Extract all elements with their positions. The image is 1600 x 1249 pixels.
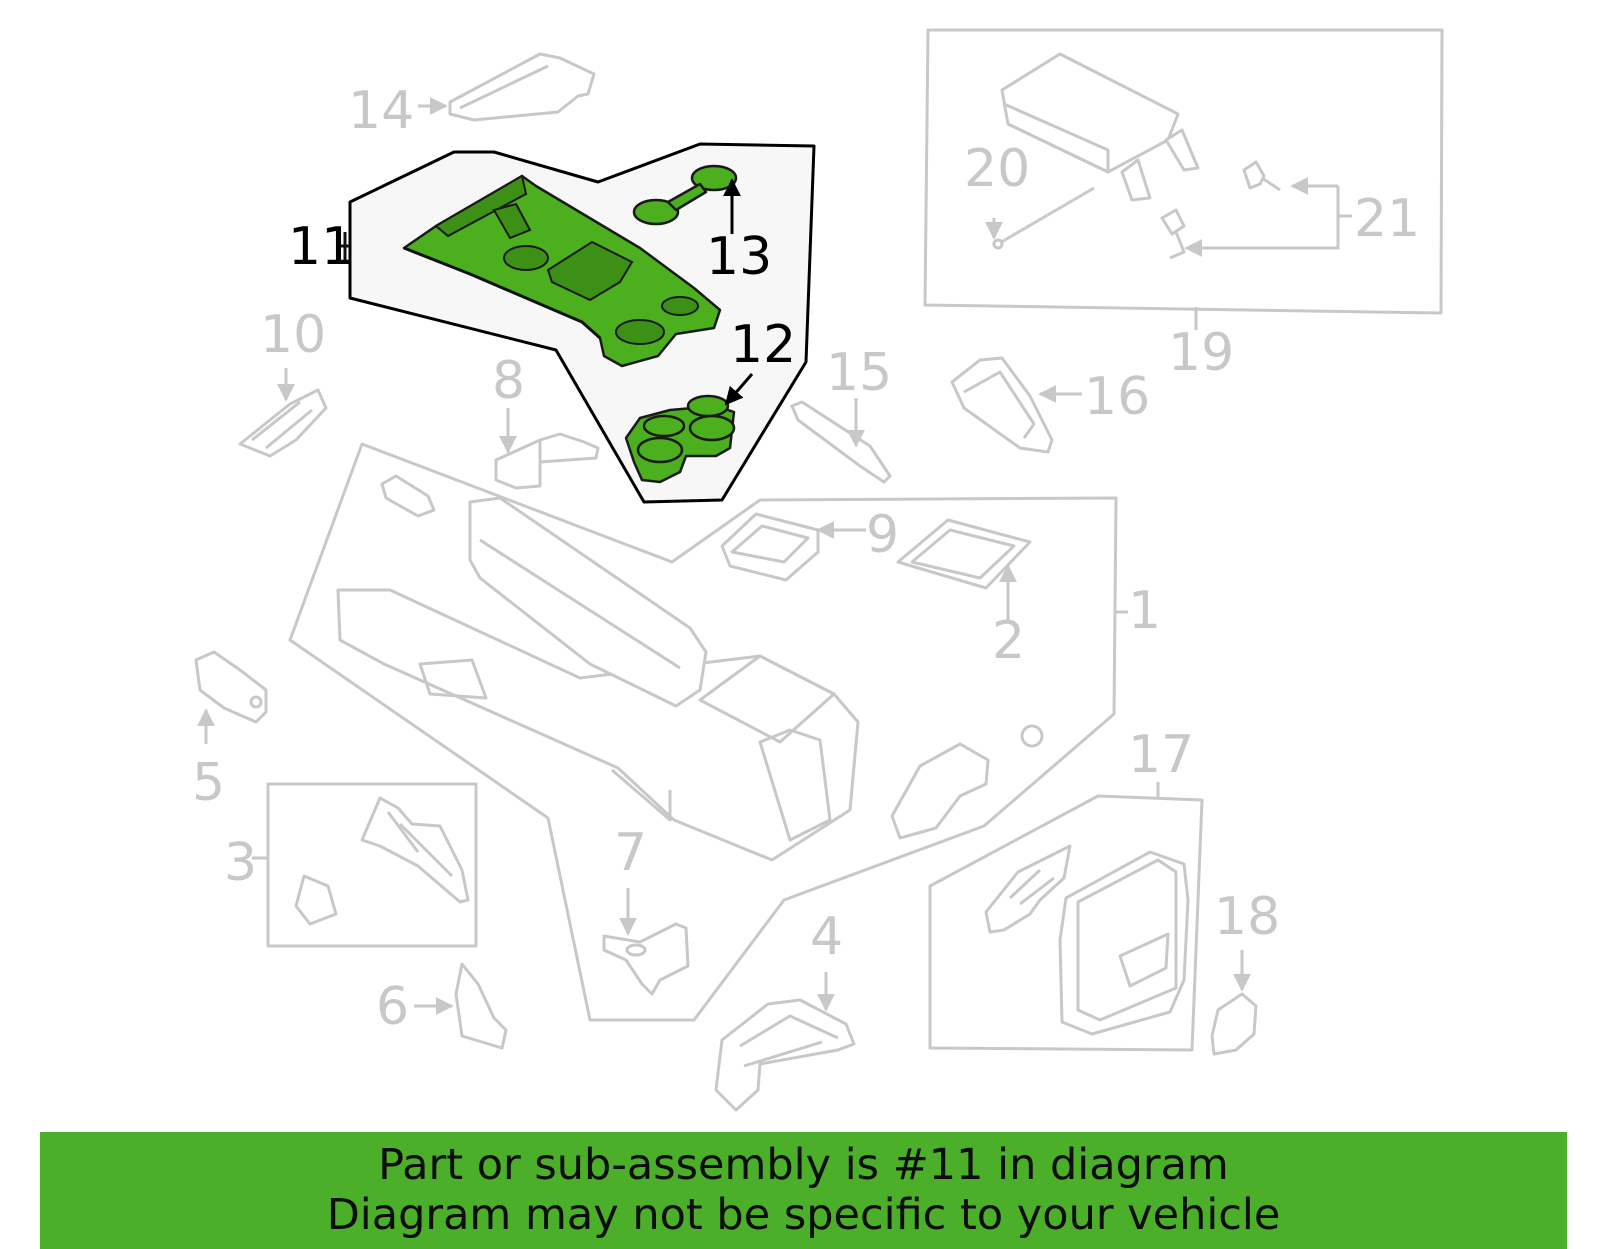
label-20: 20 [964,139,1030,199]
label-3: 3 [224,833,257,893]
part-15 [790,398,892,484]
part-7 [602,888,690,996]
label-15: 15 [826,343,892,403]
label-17: 17 [1128,725,1194,785]
label-9: 9 [866,505,899,565]
part-16 [950,356,1082,454]
part-3-box [252,782,478,948]
label-13: 13 [706,227,772,287]
label-6: 6 [376,977,409,1037]
label-19: 19 [1168,323,1234,383]
label-16: 16 [1084,367,1150,427]
armrest-group-box [923,28,1444,330]
banner-line-1: Part or sub-assembly is #11 in diagram [378,1140,1229,1190]
label-21: 21 [1354,189,1420,249]
part-4 [714,972,856,1112]
part-13-mat-left [632,198,680,226]
part-6 [414,962,508,1050]
info-banner: Part or sub-assembly is #11 in diagram D… [40,1132,1567,1249]
part-14 [418,52,596,122]
part-10 [238,368,328,458]
part-18 [1210,950,1258,1056]
label-2: 2 [992,611,1025,671]
label-8: 8 [492,351,525,411]
label-7: 7 [614,823,647,883]
label-14: 14 [348,81,414,141]
label-12: 12 [730,315,796,375]
part-5 [194,650,268,744]
part-1-console [288,442,1128,1022]
label-4: 4 [810,907,843,967]
callout-labels: 1 2 3 4 5 6 7 8 9 10 11 12 13 14 15 16 1… [192,81,1420,1037]
highlighted-part-group [340,142,816,504]
banner-line-2: Diagram may not be specific to your vehi… [326,1190,1281,1240]
label-5: 5 [192,753,225,813]
label-11: 11 [288,217,354,277]
label-1: 1 [1128,581,1161,641]
part-2 [896,518,1032,620]
label-18: 18 [1214,887,1280,947]
label-10: 10 [260,305,326,365]
part-8 [494,408,600,490]
part-9 [720,512,866,582]
part-17-box [928,782,1204,1052]
